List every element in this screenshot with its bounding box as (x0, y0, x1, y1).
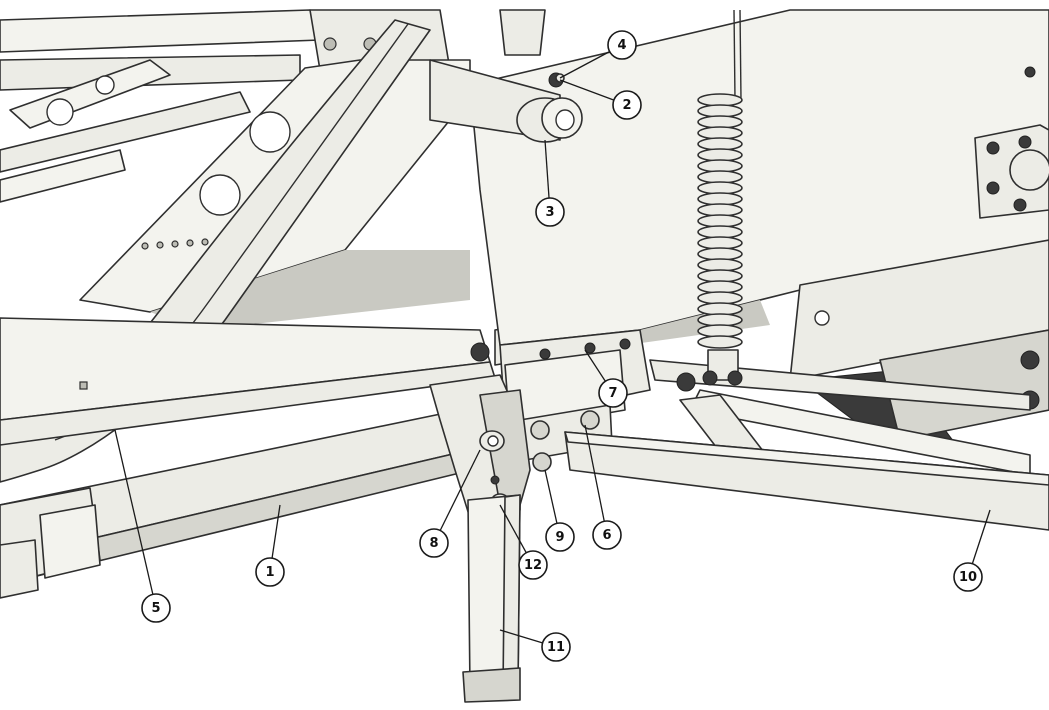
callout-circle-icon (607, 30, 637, 60)
callout-number: 10 (959, 570, 977, 585)
callout-leader-line (433, 449, 481, 544)
callout-11: 11 (499, 629, 571, 662)
callout-8: 8 (419, 449, 481, 558)
callout-number: 11 (547, 640, 565, 655)
callout-10: 10 (953, 509, 991, 592)
callout-2: 2 (559, 79, 642, 120)
callout-circle-icon (518, 550, 548, 580)
callout-number: 12 (524, 558, 542, 573)
callout-number: 4 (617, 38, 626, 53)
callout-number: 5 (151, 601, 160, 616)
machine-side-panel (469, 9, 1049, 360)
tension-spring (676, 9, 743, 392)
callout-circle-icon (612, 90, 642, 120)
callout-3: 3 (535, 139, 565, 227)
callout-leader-line (114, 429, 157, 609)
callout-circle-icon (953, 562, 983, 592)
callout-circle-icon (541, 632, 571, 662)
callout-1: 1 (255, 504, 285, 587)
callout-leader-line (584, 424, 608, 536)
callout-number: 7 (608, 386, 617, 401)
callout-7: 7 (584, 349, 628, 408)
callout-circle-icon (535, 197, 565, 227)
callout-number: 2 (622, 98, 631, 113)
callout-number: 1 (265, 565, 274, 580)
callout-number: 8 (429, 536, 438, 551)
arm-10 (564, 431, 1049, 531)
upper-frame-tubes (0, 9, 546, 203)
callout-number: 3 (545, 205, 554, 220)
callout-12: 12 (499, 504, 548, 580)
pivot-boss-3 (429, 59, 583, 143)
callout-circle-icon (598, 378, 628, 408)
callout-9: 9 (544, 469, 575, 552)
callout-circle-icon (419, 528, 449, 558)
jack-stand-11 (462, 494, 521, 703)
callout-circle-icon (255, 557, 285, 587)
callout-5: 5 (114, 429, 171, 623)
main-beam-1 (0, 409, 473, 599)
spring-coil (697, 335, 743, 349)
callout-number: 6 (602, 528, 611, 543)
jack-bracket (429, 374, 531, 519)
callout-circle-icon (141, 593, 171, 623)
callout-circle-icon (545, 522, 575, 552)
callout-number: 9 (555, 530, 564, 545)
callout-4: 4 (559, 30, 637, 79)
callout-6: 6 (584, 424, 622, 550)
callout-circle-icon (592, 520, 622, 550)
